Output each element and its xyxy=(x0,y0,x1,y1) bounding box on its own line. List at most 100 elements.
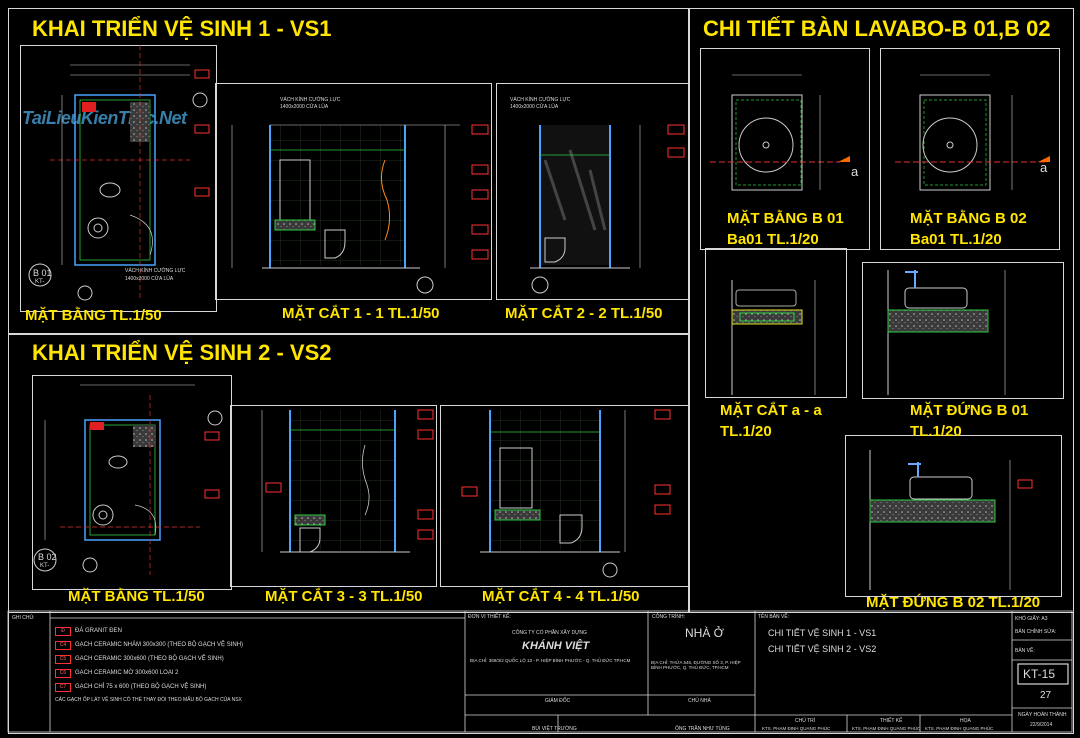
vs1-plan-drawing xyxy=(28,45,210,301)
vs1-plan-glass-note-1: VÁCH KÍNH CƯỜNG LỰC xyxy=(125,268,186,274)
elev-b01-label-2: TL.1/20 xyxy=(910,423,962,440)
cut-aa-label-2: TL.1/20 xyxy=(720,423,772,440)
vs2-sec44-drawing xyxy=(461,409,671,578)
b01-plan-label-2: Ba01 TL.1/20 xyxy=(727,231,819,248)
titleblock-lines xyxy=(7,610,1073,733)
cut-aa-label-1: MẶT CẮT a - a xyxy=(720,402,822,419)
vs1-sec22-glass-note-2: 1400x2000 CỬA LÙA xyxy=(510,104,559,110)
legend-row-c7: C7 GẠCH CHỈ 75 x 600 (THEO BỘ GẠCH VỆ SIN… xyxy=(55,683,206,692)
legend-note: CÁC GẠCH ỐP LÁT VỆ SINH CÓ THỂ THAY ĐỔI … xyxy=(55,697,242,703)
tb-unit-label: ĐƠN VỊ THIẾT KẾ: xyxy=(468,614,511,620)
vs2-plan-frame xyxy=(32,375,232,590)
vs2-plan-label: MẶT BẰNG TL.1/50 xyxy=(68,588,205,605)
tb-name-owner: ÔNG TRẦN NHƯ TÙNG xyxy=(675,726,730,732)
legend-code: C4 xyxy=(55,641,71,650)
elev-b02-drawing xyxy=(869,450,1033,590)
tb-sheet-label: BẢN VẼ: xyxy=(1015,648,1035,654)
b01-plan-drawing xyxy=(710,74,850,191)
tb-date-label: NGÀY HOÀN THÀNH xyxy=(1018,712,1067,718)
tb-name-draft: KTS. PHẠM ĐINH QUANG PHÚC xyxy=(925,726,994,731)
b02-section-a: a xyxy=(1040,160,1048,175)
legend-text: GẠCH CERAMIC 300x600 (THEO BỘ GẠCH VỆ SI… xyxy=(75,656,224,662)
vs1-title: KHAI TRIỂN VỆ SINH 1 - VS1 xyxy=(32,16,332,41)
vs1-sec11-drawing xyxy=(231,124,489,294)
legend-code: C7 xyxy=(55,683,71,692)
b01-section-a: a xyxy=(851,164,859,179)
b01-plan-frame xyxy=(700,48,870,250)
tb-sheet-no: KT-15 xyxy=(1023,667,1056,681)
b02-kt-tag: KT- xyxy=(40,563,50,569)
vs2-sec33-label: MẶT CẮT 3 - 3 TL.1/50 xyxy=(265,588,423,605)
tb-project: NHÀ Ở xyxy=(685,626,724,640)
b02-plan-frame xyxy=(880,48,1060,250)
tb-brand: KHÁNH VIỆT xyxy=(522,640,590,652)
legend-row-c6: C6 GẠCH CERAMIC MỜ 300x600 LOẠI 2 xyxy=(55,669,179,678)
cut-aa-frame xyxy=(705,248,847,398)
legend-text: ĐÁ GRANIT ĐEN xyxy=(75,628,122,634)
legend-text: GẠCH CHỈ 75 x 600 (THEO BỘ GẠCH VỆ SINH) xyxy=(75,684,207,690)
b01-tag: B 01 xyxy=(33,268,52,278)
elev-b01-frame xyxy=(862,262,1064,399)
b01-kt-tag: KT- xyxy=(35,279,45,285)
legend-row-granite: Đ ĐÁ GRANIT ĐEN xyxy=(55,627,122,636)
tb-role-design: THIẾT KẾ xyxy=(880,718,903,724)
lavabo-title: CHI TIẾT BÀN LAVABO-B 01,B 02 xyxy=(703,16,1051,41)
vs1-glass-note-2: 1400x2000 CỬA LÙA xyxy=(280,104,329,110)
elev-b02-label: MẶT ĐỨNG B 02 TL.1/20 xyxy=(866,594,1041,611)
lavabo-panel xyxy=(688,8,1074,613)
vs2-sec44-label: MẶT CẮT 4 - 4 TL.1/50 xyxy=(482,588,640,605)
tb-project-addr: ĐỊA CHỈ: THỬA 546, ĐƯỜNG SỐ 3, P. HIỆP B… xyxy=(651,660,741,670)
sheet-number-box xyxy=(1017,663,1069,685)
legend-code: Đ xyxy=(55,627,71,636)
tb-company: CÔNG TY CỔ PHẦN XÂY DỰNG xyxy=(512,630,587,636)
tb-address: ĐỊA CHỈ: 369/3/2 QUỐC LỘ 13 - P. HIỆP BÌ… xyxy=(470,658,631,663)
vs1-sec11-label: MẶT CẮT 1 - 1 TL.1/50 xyxy=(282,305,440,322)
tb-date: 22/9/2014 xyxy=(1030,722,1053,728)
tb-name-lead: KTS. PHẠM ĐINH QUANG PHÚC xyxy=(762,726,831,731)
vs1-plan-glass-note-2: 1400x2000 CỬA LÙA xyxy=(125,276,174,282)
tb-name-design: KTS. PHẠM ĐINH QUANG PHÚC xyxy=(852,726,921,731)
tb-drawing-2: CHI TIẾT VỆ SINH 2 - VS2 xyxy=(768,644,877,654)
vs1-sec22-frame xyxy=(496,83,690,300)
tb-project-label: CÔNG TRÌNH: xyxy=(652,614,685,620)
vs2-plan-drawing xyxy=(33,384,223,575)
b02-plan-label-2: Ba01 TL.1/20 xyxy=(910,231,1002,248)
legend-code: C6 xyxy=(55,669,71,678)
tb-page-no: 27 xyxy=(1040,690,1052,701)
b02-plan-drawing xyxy=(895,74,1050,191)
vs1-plan-label: MẶT BẰNG TL.1/50 xyxy=(25,307,162,324)
notes-header: GHI CHÚ: xyxy=(12,615,35,621)
vs2-sec33-frame xyxy=(230,405,437,587)
elev-b01-label-1: MẶT ĐỨNG B 01 xyxy=(910,402,1029,419)
tb-paper: KHỔ GIẤY: A3 xyxy=(1015,616,1048,622)
b02-plan-label-1: MẶT BẰNG B 02 xyxy=(910,210,1027,227)
vs1-sec11-frame xyxy=(215,83,492,300)
legend-text: GẠCH CERAMIC MỜ 300x600 LOẠI 2 xyxy=(75,670,179,676)
b02-tag: B 02 xyxy=(38,552,57,562)
cut-aa-drawing xyxy=(731,280,816,395)
vs2-sec44-frame xyxy=(440,405,690,587)
vs1-glass-note-1: VÁCH KÍNH CƯỜNG LỰC xyxy=(280,97,341,103)
vs1-plan-frame xyxy=(20,45,217,312)
vs2-title: KHAI TRIỂN VỆ SINH 2 - VS2 xyxy=(32,340,332,365)
legend-code: C5 xyxy=(55,655,71,664)
elev-b01-drawing xyxy=(887,270,1006,395)
vs1-sec22-label: MẶT CẮT 2 - 2 TL.1/50 xyxy=(505,305,663,322)
legend-row-c4: C4 GẠCH CERAMIC NHÁM 300x300 (THEO BỘ GẠC… xyxy=(55,641,243,650)
tb-role-lead: CHỦ TRÌ xyxy=(795,718,816,724)
b01-plan-label-1: MẶT BẰNG B 01 xyxy=(727,210,844,227)
tb-name-director: BÙI VIỆT TRƯỜNG xyxy=(532,726,577,732)
vs2-sec33-drawing xyxy=(261,409,434,553)
vs1-sec22-glass-note-1: VÁCH KÍNH CƯỜNG LỰC xyxy=(510,97,571,103)
vs1-sec22-drawing xyxy=(530,124,685,294)
elev-b02-frame xyxy=(845,435,1062,597)
tb-role-director: GIÁM ĐỐC xyxy=(545,698,571,704)
tb-role-draft: HỌA xyxy=(960,718,971,724)
tb-role-owner: CHỦ NHÀ xyxy=(688,698,711,704)
legend-text: GẠCH CERAMIC NHÁM 300x300 (THEO BỘ GẠCH … xyxy=(75,642,244,648)
tb-drawing-label: TÊN BẢN VẼ: xyxy=(758,614,790,620)
tb-revision: BẢN CHỈNH SỬA: xyxy=(1015,629,1057,635)
tb-drawing-1: CHI TIẾT VỆ SINH 1 - VS1 xyxy=(768,628,877,638)
legend-row-c5: C5 GẠCH CERAMIC 300x600 (THEO BỘ GẠCH VỆ … xyxy=(55,655,224,664)
